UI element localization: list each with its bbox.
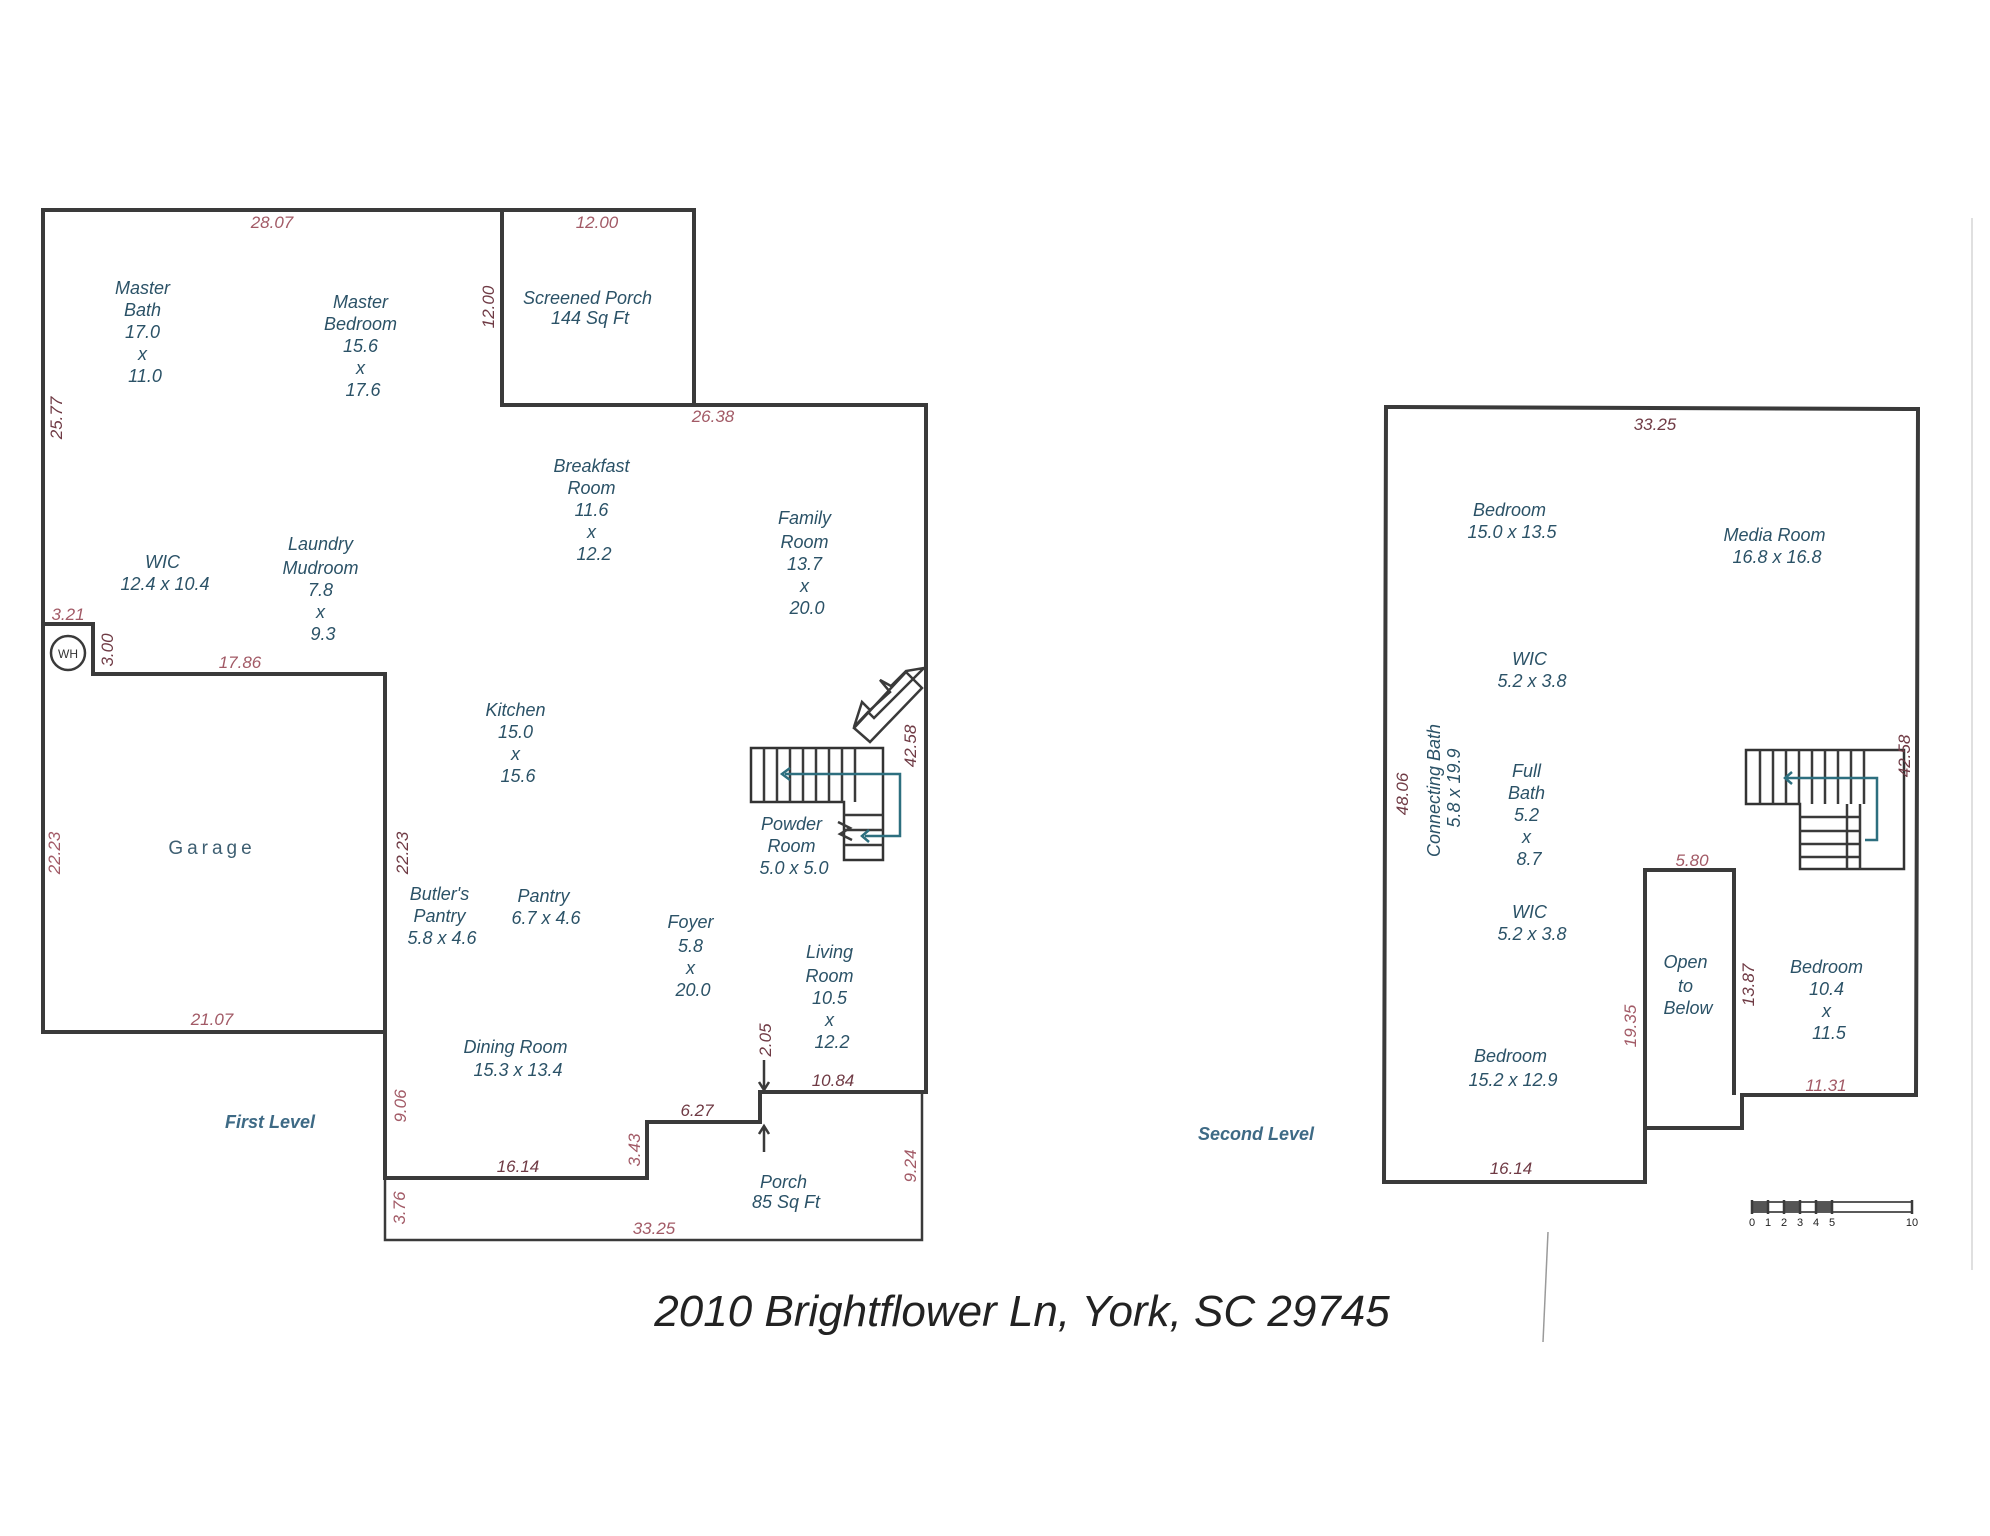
fireplace-outline xyxy=(852,670,924,744)
room-open-to-below: Open to Below xyxy=(1663,952,1713,1018)
room-living: Living Room 10.5 x 12.2 xyxy=(805,942,858,1052)
dim-wh-width: 3.21 xyxy=(51,605,84,624)
water-heater-label: WH xyxy=(58,647,78,661)
property-address: 2010 Brightflower Ln, York, SC 29745 xyxy=(653,1287,1390,1336)
dim-main-top: 26.38 xyxy=(691,407,735,426)
second-level-outline xyxy=(1381,404,1921,1184)
second-level-walls xyxy=(1381,404,1921,1184)
second-level-rooms: Bedroom 15.0 x 13.5 Media Room 16.8 x 16… xyxy=(1424,500,1868,1090)
dim-top-left: 28.07 xyxy=(250,213,294,232)
room-master-bath: Master Bath 17.0 x 11.0 xyxy=(115,278,175,386)
first-level-label: First Level xyxy=(225,1112,316,1132)
dim-porch-right: 9.24 xyxy=(901,1149,920,1182)
room-porch: Porch 85 Sq Ft xyxy=(752,1172,821,1212)
room-wic: WIC 12.4 x 10.4 xyxy=(120,552,209,594)
dim-right-wall: 42.58 xyxy=(901,724,920,767)
dim-porch-left: 3.76 xyxy=(390,1191,409,1225)
dim-living-offset: 2.05 xyxy=(756,1023,775,1058)
dim-open-left: 19.35 xyxy=(1621,1004,1640,1047)
dim-left-upper: 25.77 xyxy=(47,396,66,440)
room-screened-porch: Screened Porch 144 Sq Ft xyxy=(523,288,657,328)
second-level-label: Second Level xyxy=(1198,1124,1315,1144)
dim-dining-bottom: 16.14 xyxy=(497,1157,540,1176)
dim-bedroom-left: 13.87 xyxy=(1739,963,1758,1006)
scale-label: 5 xyxy=(1829,1217,1835,1229)
dim-garage-right: 22.23 xyxy=(393,831,412,875)
dim-step-width: 6.27 xyxy=(680,1101,714,1120)
scale-label: 0 xyxy=(1749,1217,1755,1229)
room-garage: Garage xyxy=(168,838,255,859)
room-laundry: Laundry Mudroom 7.8 x 9.3 xyxy=(282,534,363,644)
dimension-arrow xyxy=(757,1123,771,1152)
scan-artifact xyxy=(1542,1231,1549,1343)
room-pantry: Pantry 6.7 x 4.6 xyxy=(511,886,581,928)
room-bedroom-2: Bedroom 10.4 x 11.5 xyxy=(1790,957,1868,1043)
scale-bar: 0 1 2 3 4 5 10 xyxy=(1749,1200,1918,1229)
dim-garage-top: 17.86 xyxy=(219,653,262,672)
room-connecting-bath: Connecting Bath 5.8 x 19.9 xyxy=(1424,719,1464,857)
scale-label: 4 xyxy=(1813,1217,1819,1229)
room-breakfast: Breakfast Room 11.6 x 12.2 xyxy=(553,456,634,564)
dim-garage-bottom: 21.07 xyxy=(190,1010,234,1029)
dim-bedroom-bottom: 11.31 xyxy=(1805,1076,1846,1095)
dim-dining-left: 9.06 xyxy=(391,1089,410,1123)
water-heater-icon xyxy=(49,634,87,672)
dim-wh-depth: 3.00 xyxy=(98,633,117,667)
dim-step-height: 3.43 xyxy=(625,1133,644,1167)
room-master-bedroom: Master Bedroom 15.6 x 17.6 xyxy=(324,292,402,400)
dim-garage-left: 22.23 xyxy=(45,831,64,875)
garage-walls xyxy=(43,622,387,1032)
room-wic-2: WIC 5.2 x 3.8 xyxy=(1497,902,1566,944)
room-media: Media Room 16.8 x 16.8 xyxy=(1723,525,1830,567)
dim-living-bottom: 10.84 xyxy=(812,1071,855,1090)
dim-porch-side: 12.00 xyxy=(479,285,498,328)
first-level-outline xyxy=(41,208,928,1180)
dimension-arrow xyxy=(757,1060,771,1093)
room-foyer: Foyer 5.8 x 20.0 xyxy=(667,912,718,1000)
second-level-stair xyxy=(1744,748,1906,871)
scale-label: 10 xyxy=(1906,1217,1918,1229)
second-level-dimensions: 33.25 48.06 42.58 5.80 19.35 13.87 11.31… xyxy=(1393,415,1914,1178)
fireplace-icon xyxy=(852,666,928,728)
dim-second-right: 42.58 xyxy=(1895,734,1914,777)
first-level-stair xyxy=(749,746,902,862)
scale-label: 1 xyxy=(1765,1217,1771,1229)
scale-label: 3 xyxy=(1797,1217,1803,1229)
room-powder: Powder Room 5.0 x 5.0 xyxy=(759,814,828,878)
first-level-dimensions: 28.07 12.00 12.00 25.77 26.38 3.21 3.00 … xyxy=(45,213,920,1238)
dim-second-left: 48.06 xyxy=(1393,772,1412,815)
room-wic-1: WIC 5.2 x 3.8 xyxy=(1497,649,1566,691)
dim-second-bottom: 16.14 xyxy=(1490,1159,1533,1178)
room-full-bath: Full Bath 5.2 x 8.7 xyxy=(1508,761,1550,869)
room-kitchen: Kitchen 15.0 x 15.6 xyxy=(485,700,550,786)
first-level-rooms: Master Bath 17.0 x 11.0 Master Bedroom 1… xyxy=(115,278,858,1212)
dim-top-porch: 12.00 xyxy=(576,213,619,232)
first-level-walls: WH xyxy=(41,208,928,1242)
dim-second-top: 33.25 xyxy=(1634,415,1677,434)
open-to-below-walls xyxy=(1643,868,1736,1128)
room-family: Family Room 13.7 x 20.0 xyxy=(778,508,836,618)
room-bedroom-3: Bedroom 15.2 x 12.9 xyxy=(1468,1046,1557,1090)
room-dining: Dining Room 15.3 x 13.4 xyxy=(463,1037,572,1080)
dim-open-width: 5.80 xyxy=(1675,851,1709,870)
room-butlers-pantry: Butler's Pantry 5.8 x 4.6 xyxy=(407,884,477,948)
screened-porch-walls xyxy=(502,208,696,405)
dim-porch-bottom: 33.25 xyxy=(633,1219,676,1238)
scale-label: 2 xyxy=(1781,1217,1787,1229)
front-porch-walls xyxy=(383,1090,924,1242)
room-bedroom-1: Bedroom 15.0 x 13.5 xyxy=(1467,500,1557,542)
